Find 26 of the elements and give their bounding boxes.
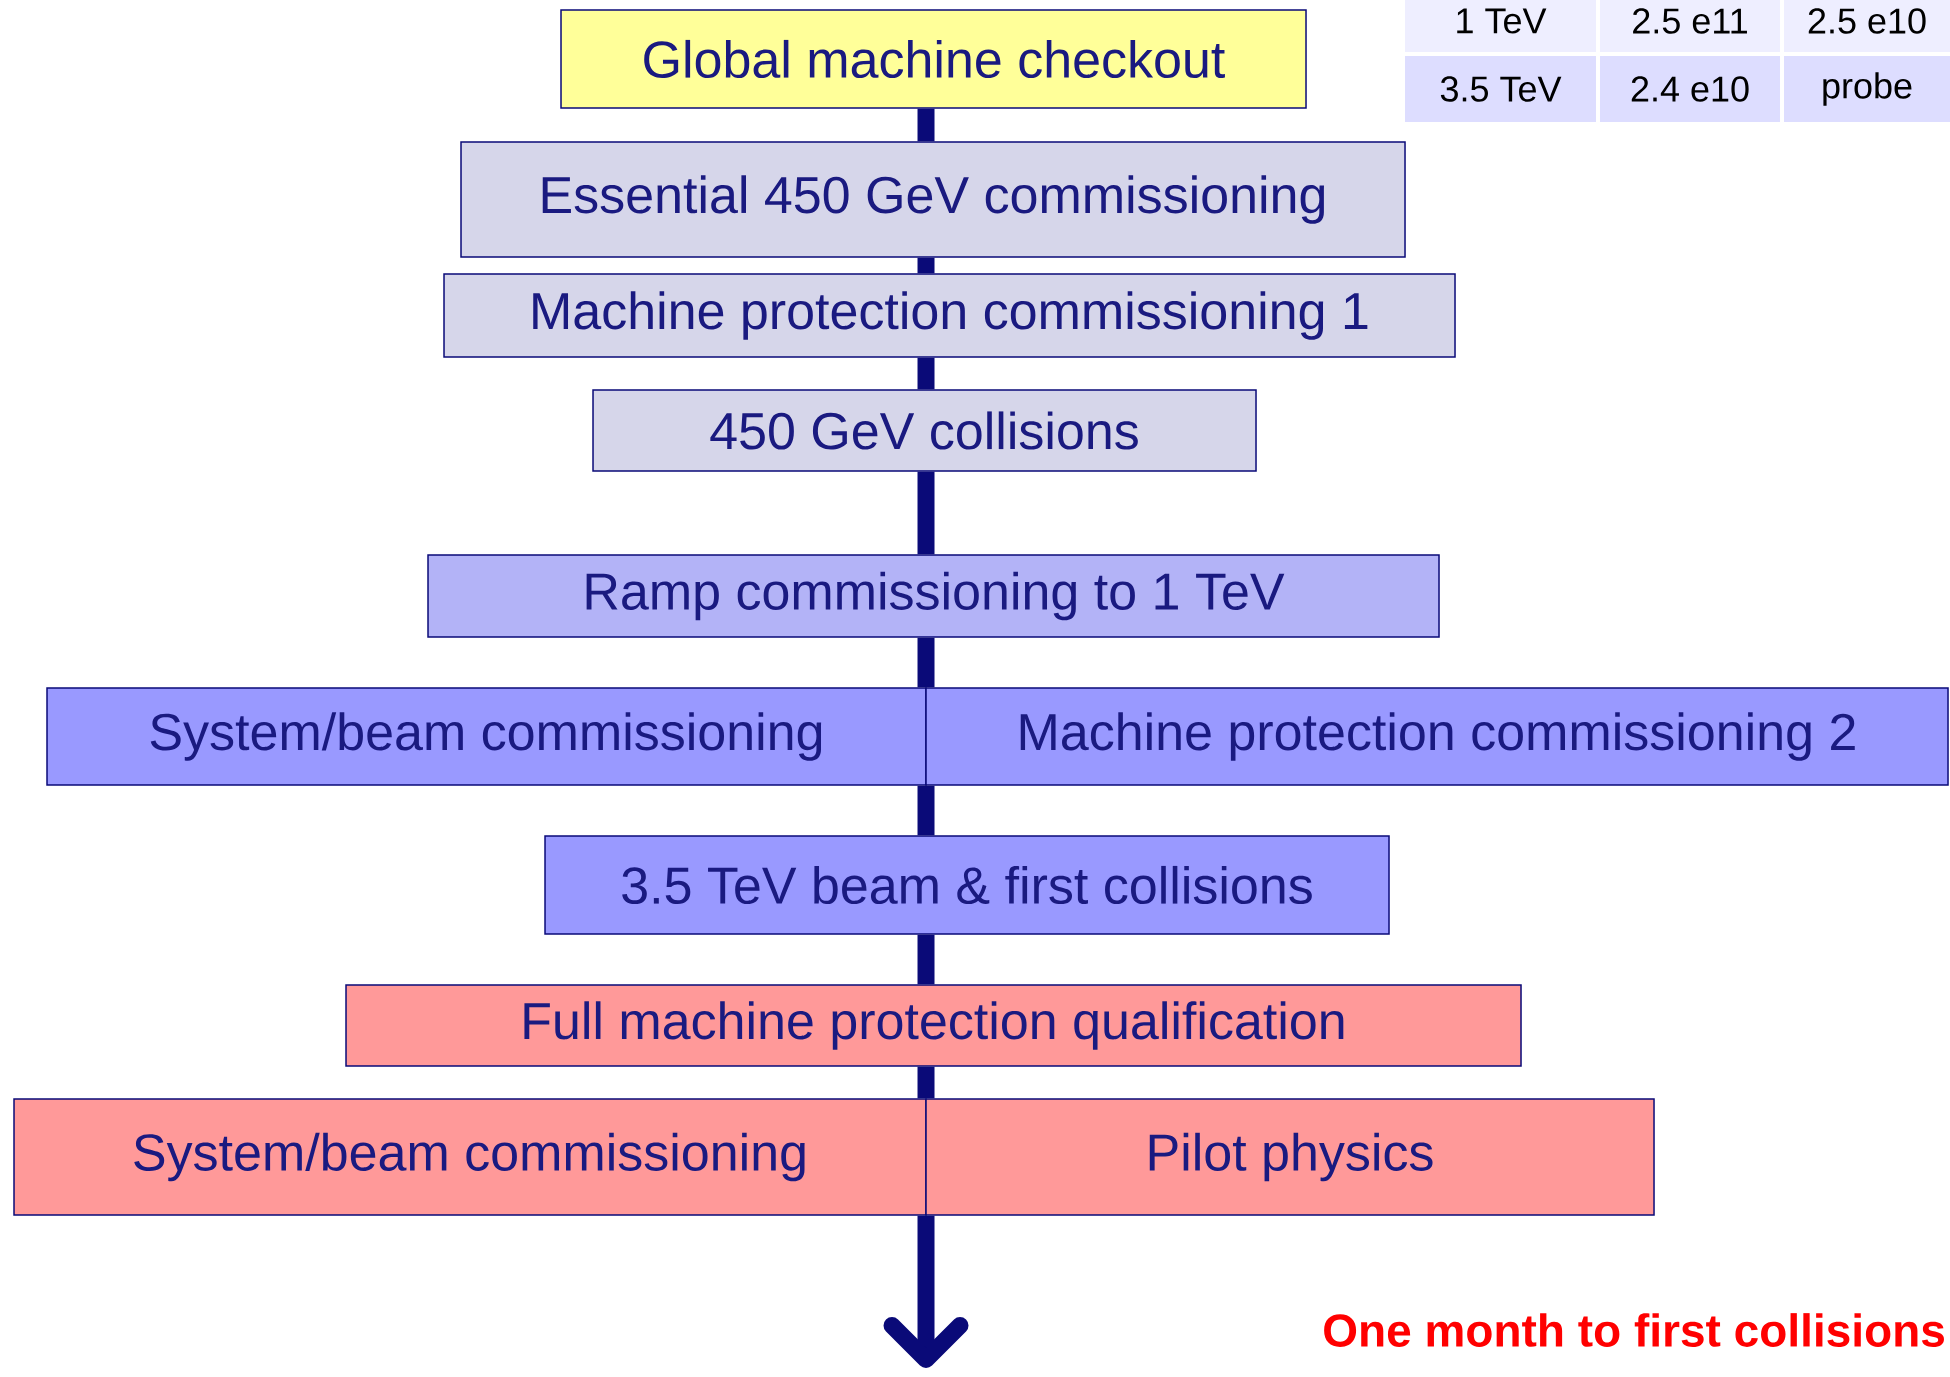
process-box: Ramp commissioning to 1 TeV: [427, 554, 1440, 638]
process-box: Essential 450 GeV commissioning: [460, 141, 1406, 258]
process-box: Full machine protection qualification: [345, 984, 1522, 1067]
table-cell: 2.4 e10: [1600, 56, 1780, 122]
note-text: One month to first collisions: [1324, 1313, 1944, 1347]
connector-line: [917, 257, 935, 274]
process-box: Machine protection commissioning 1: [443, 273, 1456, 358]
table-cell: 1 TeV: [1405, 0, 1596, 52]
connector-line: [917, 637, 935, 688]
connector-line: [917, 785, 935, 836]
table-cell: probe: [1784, 56, 1950, 122]
process-box: 450 GeV collisions: [592, 389, 1257, 472]
table-cell: 2.5 e11: [1600, 0, 1780, 52]
process-box: System/beam commissioning: [13, 1098, 927, 1216]
process-box: Machine protection commissioning 2: [925, 687, 1949, 786]
process-box: 3.5 TeV beam & first collisions: [544, 835, 1390, 935]
process-box: Pilot physics: [925, 1098, 1655, 1216]
connector-line: [917, 108, 935, 142]
connector-line: [917, 471, 935, 555]
table-cell: 2.5 e10: [1784, 0, 1950, 52]
process-box: System/beam commissioning: [46, 687, 927, 786]
connector-line: [917, 357, 935, 390]
process-box: Global machine checkout: [560, 9, 1307, 109]
connector-line: [917, 1066, 935, 1099]
table-cell: 3.5 TeV: [1405, 56, 1596, 122]
connector-line: [917, 934, 935, 985]
